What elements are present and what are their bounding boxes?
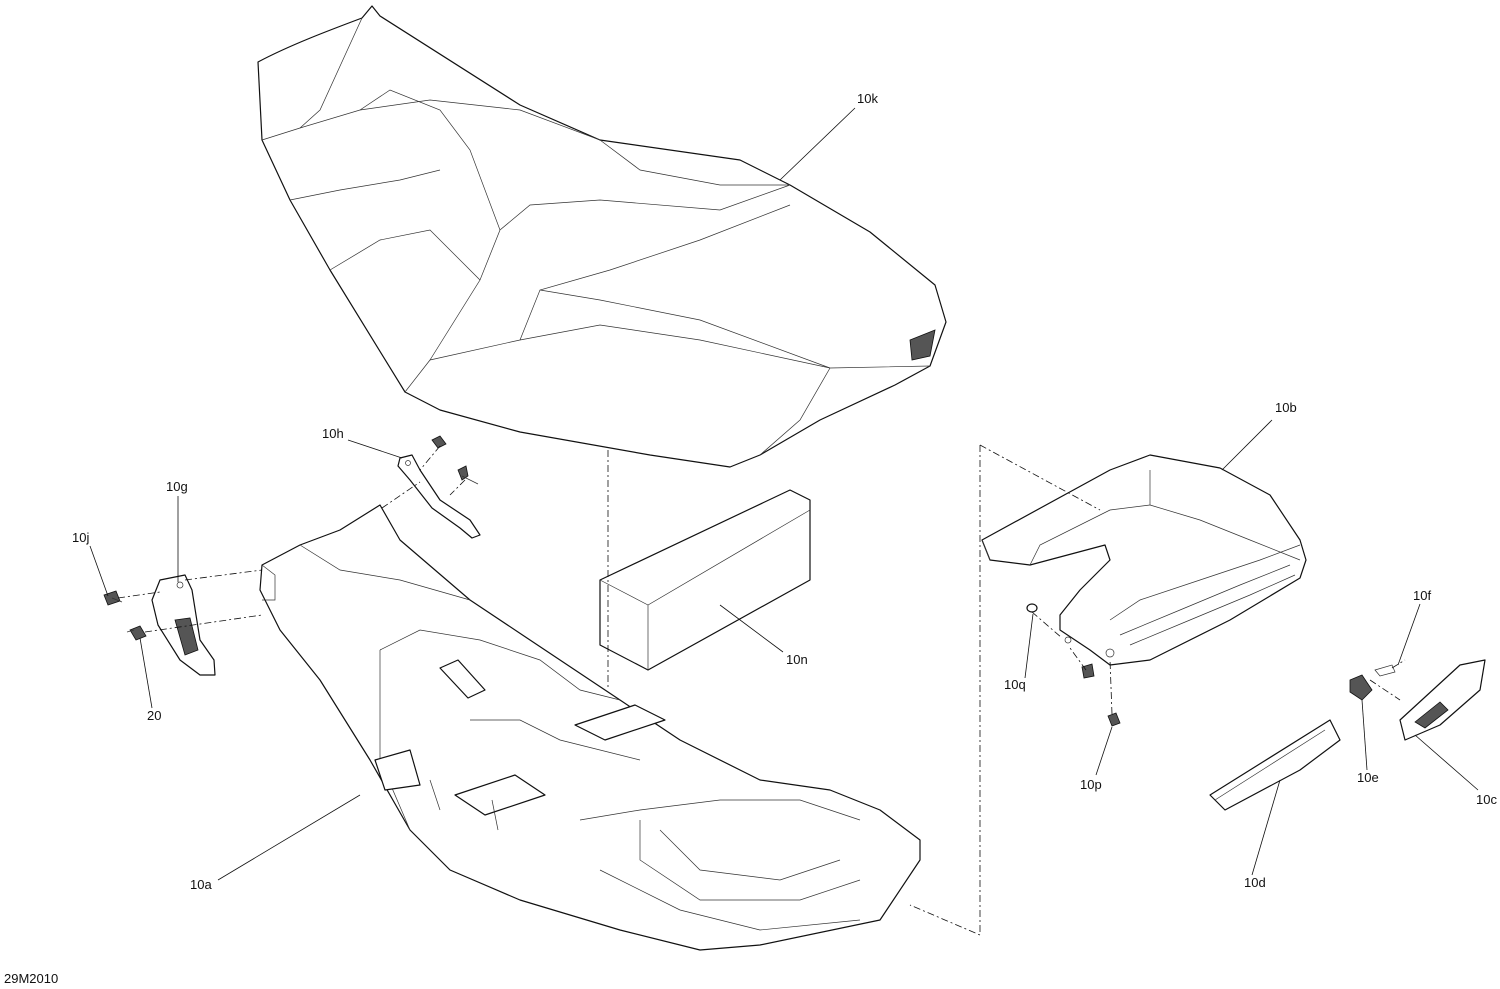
part-push-rivet-10p[interactable]: [1107, 712, 1121, 727]
part-clip-10f[interactable]: [1374, 664, 1396, 677]
callout-10c: 10c: [1476, 792, 1497, 807]
callout-10k: 10k: [857, 91, 878, 106]
callout-10n: 10n: [786, 652, 808, 667]
callout-10f: 10f: [1413, 588, 1431, 603]
part-knob-10e[interactable]: [1349, 674, 1373, 701]
part-foam-block[interactable]: [599, 489, 811, 671]
callout-10p: 10p: [1080, 777, 1102, 792]
assembly-lines: [117, 444, 1406, 936]
callout-10g: 10g: [166, 479, 188, 494]
callout-10j: 10j: [72, 530, 89, 545]
callout-10b: 10b: [1275, 400, 1297, 415]
part-bracket-10h[interactable]: [397, 435, 481, 539]
callout-10a: 10a: [190, 877, 212, 892]
callout-10h: 10h: [322, 426, 344, 441]
leader-lines: [89, 107, 1479, 881]
part-screw-10j[interactable]: [103, 590, 123, 606]
callout-10q: 10q: [1004, 677, 1026, 692]
callout-10e: 10e: [1357, 770, 1379, 785]
drawing-reference: 29M2010: [4, 971, 58, 986]
part-panel-10c[interactable]: [1399, 659, 1486, 741]
part-latch-10g[interactable]: [151, 574, 216, 676]
part-screw-20[interactable]: [126, 625, 147, 641]
callout-10d: 10d: [1244, 875, 1266, 890]
callout-20: 20: [147, 708, 161, 723]
part-storage-cover-10b[interactable]: [981, 454, 1307, 666]
part-seat[interactable]: [257, 5, 947, 468]
part-panel-10d[interactable]: [1209, 719, 1341, 811]
part-seat-base[interactable]: [259, 504, 921, 951]
callout-labels: 10k 10h 10g 10j 20 10a 10n 10b 10f 10q 1…: [72, 91, 1497, 892]
